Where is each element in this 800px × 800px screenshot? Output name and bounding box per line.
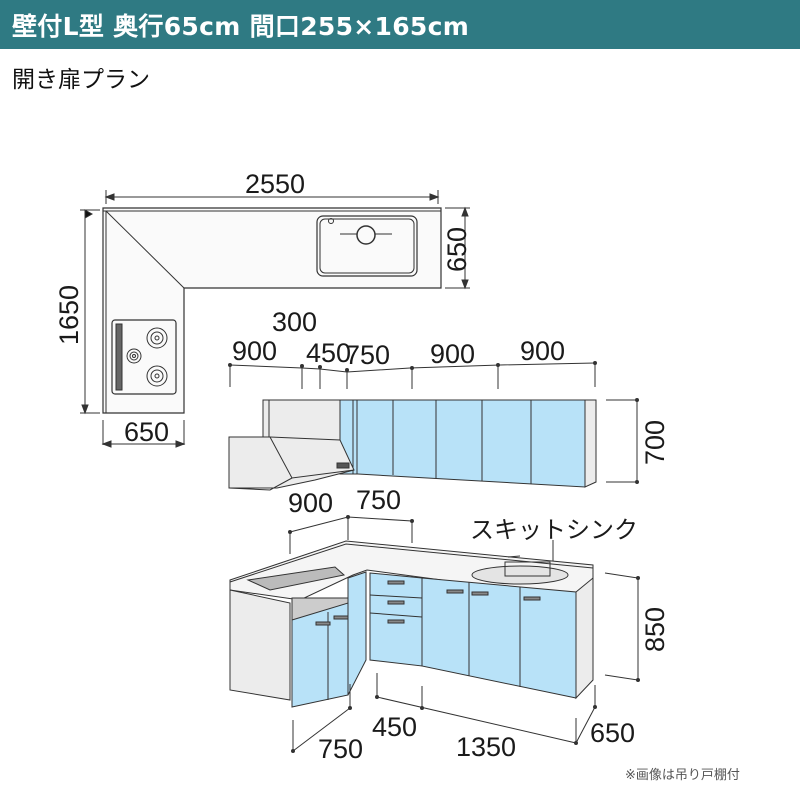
plan-view bbox=[80, 190, 470, 448]
dim-base-650-bottom: 650 bbox=[590, 718, 635, 748]
base-cabinet-top-dims bbox=[288, 515, 554, 570]
dim-wall-900-c: 900 bbox=[520, 336, 565, 366]
dim-wall-300: 300 bbox=[272, 307, 317, 337]
dim-base-750-bottom: 750 bbox=[318, 734, 363, 764]
dim-base-900: 900 bbox=[288, 488, 333, 518]
wall-cabinets bbox=[228, 399, 597, 491]
dim-wall-450: 450 bbox=[306, 338, 351, 368]
dim-wall-750: 750 bbox=[345, 340, 390, 370]
dim-base-height-850: 850 bbox=[640, 607, 670, 652]
sink-label: スキットシンク bbox=[470, 516, 638, 544]
footnote: ※画像は吊り戸棚付 bbox=[625, 768, 740, 783]
base-cabinet-height-dim bbox=[604, 572, 640, 682]
header-bar: 壁付L型 奥行65cm 間口255×165cm bbox=[0, 0, 800, 49]
base-cabinet-bottom-dims bbox=[291, 673, 597, 753]
dim-depth-650-right: 650 bbox=[442, 227, 472, 272]
dim-wall-900-a: 900 bbox=[232, 336, 277, 366]
dim-base-1350: 1350 bbox=[456, 732, 516, 762]
wall-cabinet-height-dim bbox=[606, 398, 639, 484]
dim-depth-650-bottom: 650 bbox=[124, 417, 169, 447]
dim-height-1650: 1650 bbox=[54, 285, 84, 345]
wall-cabinet-dimension-lines bbox=[228, 361, 597, 389]
dim-base-450-bottom: 450 bbox=[372, 712, 417, 742]
dim-base-750: 750 bbox=[356, 485, 401, 515]
dim-wall-height-700: 700 bbox=[640, 420, 670, 465]
page-title: 壁付L型 奥行65cm 間口255×165cm bbox=[12, 12, 470, 41]
dim-width-2550: 2550 bbox=[245, 169, 305, 199]
plan-subtitle: 開き扉プラン bbox=[12, 67, 150, 93]
dim-wall-900-b: 900 bbox=[430, 339, 475, 369]
base-cabinets bbox=[229, 540, 594, 708]
